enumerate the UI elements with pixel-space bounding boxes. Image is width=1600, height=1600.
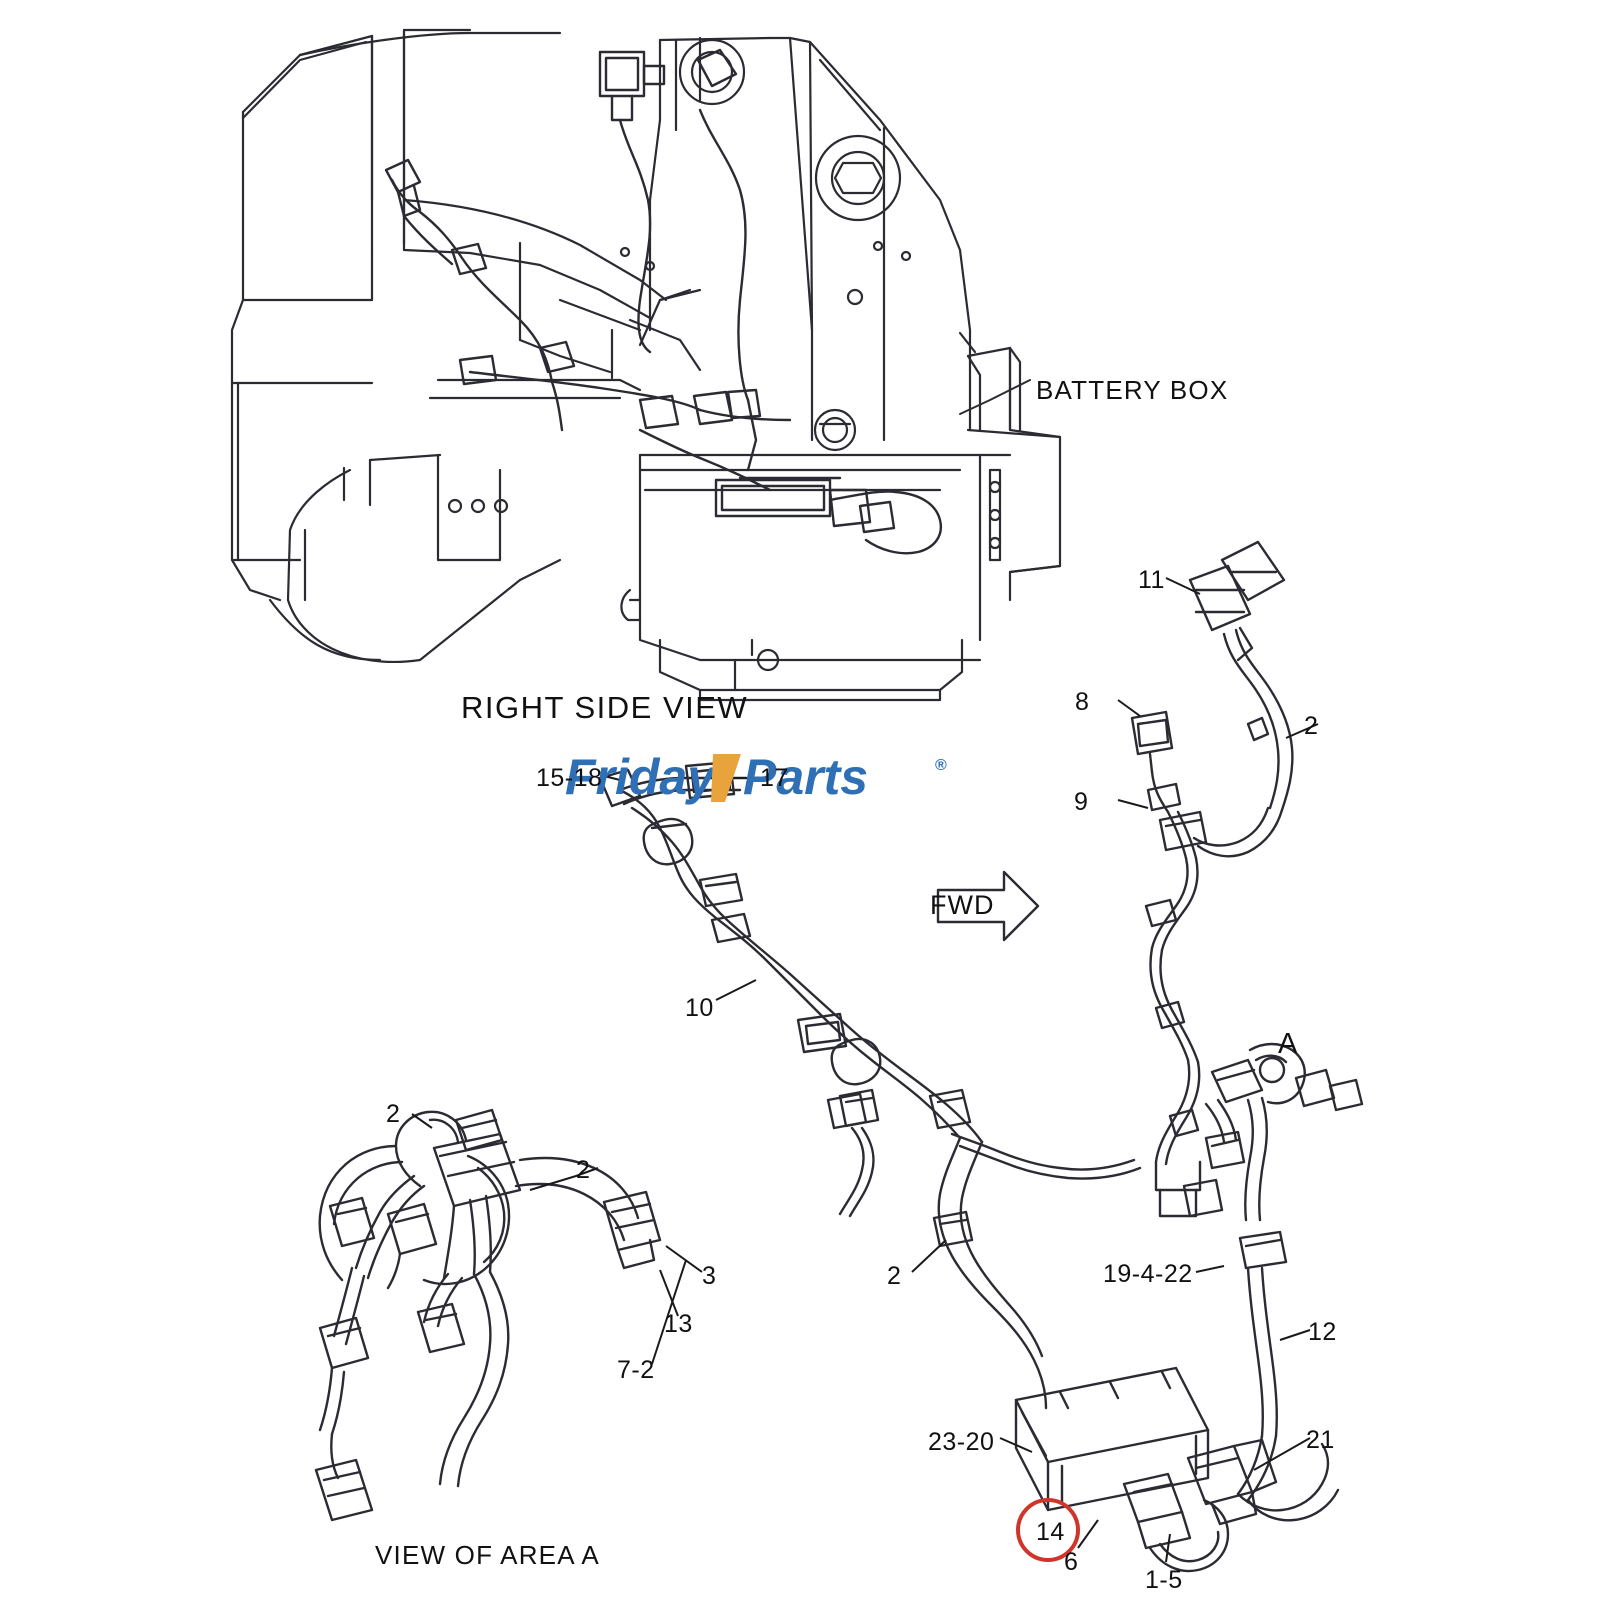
callout-12: 12	[1308, 1318, 1337, 1346]
title-right-side-view: RIGHT SIDE VIEW	[461, 690, 749, 725]
callout-3: 3	[702, 1262, 717, 1290]
callout-17: 17	[760, 764, 789, 792]
callout-23-20: 23-20	[928, 1428, 995, 1456]
area-a-detail	[314, 1108, 662, 1522]
right-harness	[1130, 540, 1294, 1218]
callout-14: 14	[1036, 1518, 1065, 1546]
label-battery-box: BATTERY BOX	[1036, 375, 1229, 405]
watermark: Friday Parts ®	[565, 748, 985, 808]
watermark-text-a: Friday	[565, 749, 717, 805]
callout-7-2: 7-2	[617, 1356, 655, 1384]
callout-2-left: 2	[386, 1100, 401, 1128]
main-harness	[598, 760, 1142, 1410]
machine-outline	[230, 28, 1062, 702]
callout-15-18: 15-18	[536, 764, 603, 792]
callout-10: 10	[685, 994, 714, 1022]
title-view-of-area-a: VIEW OF AREA A	[375, 1540, 600, 1570]
watermark-text-b: Parts	[743, 749, 868, 805]
fwd-arrow	[936, 870, 1040, 942]
callout-2-low: 2	[887, 1262, 902, 1290]
callout-2-top: 2	[1304, 712, 1319, 740]
area-a-cluster	[1204, 1042, 1364, 1522]
callout-6: 6	[1064, 1548, 1079, 1576]
callout-21: 21	[1306, 1426, 1335, 1454]
label-area-a-marker: A	[1278, 1028, 1298, 1060]
callout-8: 8	[1075, 688, 1090, 716]
watermark-registered: ®	[935, 757, 947, 774]
callout-19-4-22: 19-4-22	[1103, 1260, 1193, 1288]
callout-11: 11	[1138, 566, 1165, 594]
callout-1-5: 1-5	[1145, 1566, 1183, 1594]
watermark-accent	[711, 754, 741, 802]
callout-2-mid: 2	[576, 1156, 591, 1184]
label-fwd: FWD	[930, 890, 995, 920]
callout-13: 13	[664, 1310, 693, 1338]
top-harness	[384, 48, 943, 555]
battery-box-leader	[959, 379, 1031, 415]
callout-9: 9	[1074, 788, 1089, 816]
